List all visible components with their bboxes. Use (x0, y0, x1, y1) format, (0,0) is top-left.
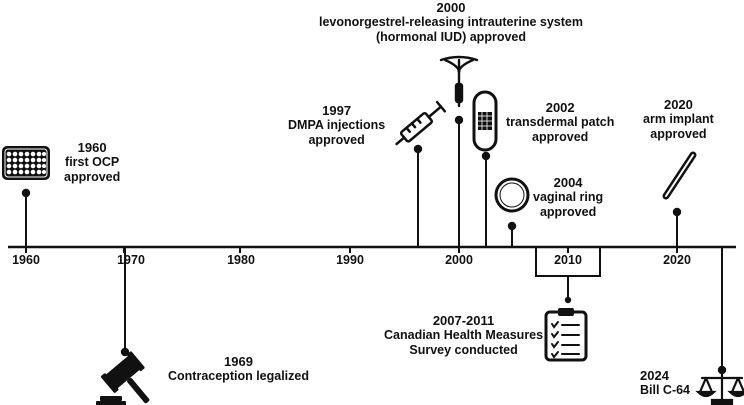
event-year: 1960 (77, 140, 107, 155)
event-year: 2024 (640, 368, 669, 383)
dot-2004 (507, 221, 517, 231)
dot-1960 (21, 188, 31, 198)
scales-icon (695, 368, 744, 405)
event-label-2002: 2002 transdermal patch approved (506, 100, 614, 145)
dot-2007-2011 (564, 296, 572, 304)
dot-2002 (481, 151, 491, 161)
tick-label-1970: 1970 (117, 253, 145, 267)
event-text: vaginal ring (533, 190, 604, 204)
event-label-2000: 2000 levonorgestrel-releasing intrauteri… (306, 0, 596, 45)
event-year: 2000 (436, 0, 466, 15)
event-year: 1997 (322, 103, 352, 118)
event-text: approved (650, 127, 707, 141)
event-text: approved (64, 170, 121, 184)
clipboard-icon (544, 308, 588, 362)
tick-label-1990: 1990 (336, 253, 364, 267)
patch-icon (472, 90, 498, 152)
event-text: transdermal patch (506, 115, 615, 129)
tick-label-1960: 1960 (12, 253, 40, 267)
event-label-1960: 1960 first OCP approved (64, 140, 120, 185)
tick-label-2020: 2020 (663, 253, 691, 267)
implant-icon (662, 151, 697, 200)
event-label-2020: 2020 arm implant approved (643, 97, 714, 142)
syringe-icon (395, 100, 447, 146)
event-text: Canadian Health Measures (384, 328, 544, 342)
tick-label-1980: 1980 (227, 253, 255, 267)
event-label-2024: 2024 Bill C-64 (640, 368, 690, 398)
gavel-icon (96, 351, 150, 405)
bracket-2007-2011 (535, 247, 601, 300)
event-label-2004: 2004 vaginal ring approved (533, 175, 603, 220)
event-text: Survey conducted (409, 343, 518, 357)
event-label-1969: 1969 Contraception legalized (168, 354, 309, 384)
event-text: levonorgestrel-releasing intrauterine sy… (319, 15, 583, 29)
event-text: Contraception legalized (168, 369, 309, 383)
iud-icon (439, 55, 479, 108)
event-year: 1969 (224, 354, 253, 369)
event-year: 2004 (553, 175, 583, 190)
event-year: 2002 (545, 100, 575, 115)
tick-label-2000: 2000 (445, 253, 473, 267)
pill-pack-icon (2, 146, 50, 180)
event-label-2007-2011: 2007-2011 Canadian Health Measures Surve… (384, 313, 543, 358)
tick-label-2010: 2010 (554, 253, 582, 267)
event-year: 2007-2011 (432, 313, 495, 328)
dot-2000 (454, 115, 464, 125)
event-text: approved (308, 133, 365, 147)
event-text: approved (532, 130, 589, 144)
event-year: 2020 (663, 97, 693, 112)
event-text: first OCP (65, 155, 120, 169)
dot-2020 (672, 207, 682, 217)
dot-1997 (413, 144, 423, 154)
event-text: Bill C-64 (640, 383, 691, 397)
event-text: (hormonal IUD) approved (375, 30, 526, 44)
ring-icon (494, 177, 530, 213)
event-label-1997: 1997 DMPA injections approved (288, 103, 385, 148)
event-text: arm implant (643, 112, 714, 126)
event-text: DMPA injections (288, 118, 386, 132)
dot-1969 (120, 347, 130, 357)
event-text: approved (539, 205, 597, 219)
